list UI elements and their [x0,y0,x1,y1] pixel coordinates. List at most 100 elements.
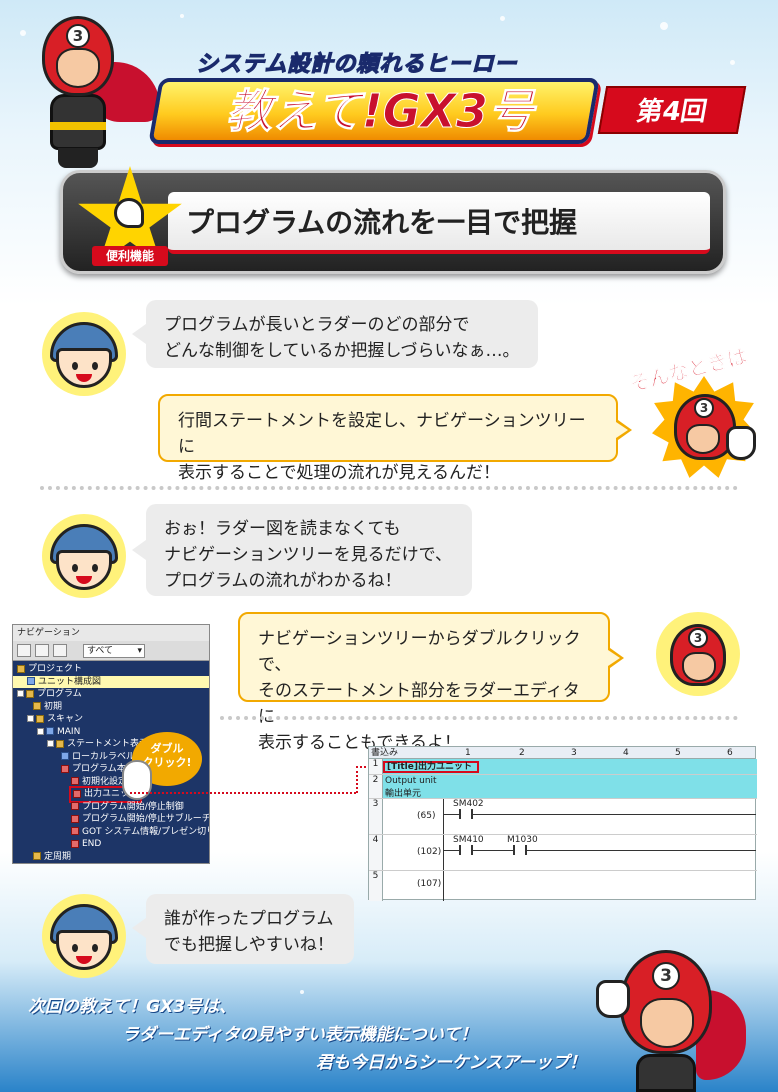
tree-item[interactable]: END [13,838,209,851]
toolbar-button[interactable] [17,644,31,657]
tree-item[interactable]: スキャン [13,713,209,726]
program-icon [46,727,54,735]
bubble-line: そのステートメント部分をラダーエディタに [258,681,580,727]
tree-item[interactable]: ローカルラベル [13,751,209,764]
kid-happy-avatar [42,514,126,598]
expand-icon[interactable] [17,690,24,697]
device-label: SM410 [453,835,484,845]
hero-avatar: 3 [656,612,740,696]
feature-badge: 便利機能 [92,246,168,266]
ladder-row[interactable]: 4 (102) SM410 M1030 [369,835,757,871]
tree-item[interactable]: ステートメント表示 [13,738,209,751]
device-label: SM402 [453,799,484,809]
bubble-line: プログラムが長いとラダーのどの部分で [164,315,470,335]
contact-icon[interactable] [459,845,473,855]
question-bubble-1: プログラムが長いとラダーのどの部分で どんな制御をしているか把握しづらいなぁ…。 [146,300,538,368]
ladder-row[interactable]: 2 Output unit 輸出单元 [369,775,757,799]
question-bubble-2: おぉ！ラダー図を読まなくても ナビゲーションツリーを見るだけで、 プログラムの流… [146,504,472,596]
tree-item[interactable]: プロジェクト [13,663,209,676]
expand-icon[interactable] [27,715,34,722]
ladder-header: 書込み 1 2 3 4 5 6 [369,747,755,759]
statement-title: [Title]出力ユニット [383,761,479,773]
statement-icon [71,827,79,835]
tree-item[interactable]: プログラム本体 [13,763,209,776]
divider [220,716,738,720]
ladder-row[interactable]: 5 (107) [369,871,757,901]
bubble-tail [132,918,146,938]
contact-icon[interactable] [459,809,473,819]
expand-icon[interactable] [47,740,54,747]
footer-line-2: ラダーエディタの見やすい表示機能について！ [122,1025,478,1045]
sparkle [660,22,668,30]
tree-item-highlighted[interactable]: 出力ユニット [13,786,209,803]
mode-label: 書込み [371,748,399,758]
ladder-rail [443,799,444,834]
bubble-tail [132,540,146,560]
bubble-line: ナビゲーションツリーからダブルクリックで、 [258,629,581,675]
ladder-wire [443,850,459,851]
navigation-tree: プロジェクト ユニット構成図 プログラム 初期 スキャン MAIN ステートメン… [13,661,209,863]
ladder-wire [527,850,756,851]
footer-line-1: 次回の教えて！GX3号は、 [28,997,237,1017]
answer-bubble-2: ナビゲーションツリーからダブルクリックで、 そのステートメント部分をラダーエディ… [238,612,610,753]
mouse-icon [122,760,152,800]
row-number: 5 [369,871,383,901]
callout-line: ダブル [150,742,184,755]
row-number: 1 [369,759,383,774]
tree-item[interactable]: ユニット構成図 [13,675,209,688]
bubble-line: ナビゲーションツリーを見るだけで、 [164,545,452,565]
tree-item[interactable]: 定周期 [13,851,209,864]
navigation-toolbar: すべて▾ [13,641,209,661]
hero-mascot: 3 [28,10,160,170]
ladder-wire [443,814,459,815]
footer-line-3: 君も今日からシーケンスアーップ！ [316,1053,587,1073]
connector-line [130,792,356,794]
folder-icon [33,702,41,710]
kid-happy-avatar [42,894,126,978]
statement-icon [56,739,64,748]
ladder-rail [443,871,444,901]
bubble-line: プログラムの流れがわかるね！ [164,571,402,591]
divider [40,486,738,490]
ladder-editor: 書込み 1 2 3 4 5 6 1 [Title]出力ユニット 2 Output… [368,746,757,901]
tree-item[interactable]: プログラム [13,688,209,701]
statement-text: 輸出单元 [385,789,422,799]
unit-icon [27,677,35,685]
tree-item[interactable]: 初期化設定 [13,776,209,789]
ladder-wire [473,814,756,815]
ladder-row[interactable]: 1 [Title]出力ユニット [369,759,757,775]
contact-icon[interactable] [513,845,527,855]
settings-icon[interactable] [53,644,67,657]
ladder-rail [443,835,444,870]
row-number: 3 [369,799,383,834]
toolbar-button[interactable] [35,644,49,657]
bubble-tail [608,648,624,668]
step-number: (107) [417,879,442,889]
step-number: (102) [417,847,442,857]
filter-select[interactable]: すべて▾ [83,644,145,658]
connector-line [356,766,358,793]
tree-item[interactable]: プログラム開始/停止制御 [13,801,209,814]
sparkle [300,990,304,994]
tree-item[interactable]: MAIN [13,726,209,739]
statement-icon [71,814,79,823]
step-number: (65) [417,811,436,821]
folder-icon [17,664,25,673]
sparkle [500,16,505,21]
tree-item[interactable]: 初期 [13,701,209,714]
row-number: 4 [369,835,383,870]
callout-line: クリック! [142,756,192,769]
idea-head-icon [114,198,144,228]
statement-icon [71,839,79,848]
sparkle [20,30,26,36]
hand-icon [596,980,630,1018]
feature-banner-plate [168,192,710,254]
expand-icon[interactable] [37,727,44,735]
tree-item[interactable]: プログラム開始/停止サブルーチン [13,813,209,826]
feature-heading: プログラムの流れを一目で把握 [186,206,578,239]
ladder-row[interactable]: 3 (65) SM402 [369,799,757,835]
tree-item[interactable]: GOT システム情報/プレゼン切り替え [13,826,209,839]
column-header: 6 [727,748,733,758]
bubble-line: 表示することで処理の流れが見えるんだ！ [178,463,500,483]
series-title: 教えて!GX3号 [226,84,535,139]
